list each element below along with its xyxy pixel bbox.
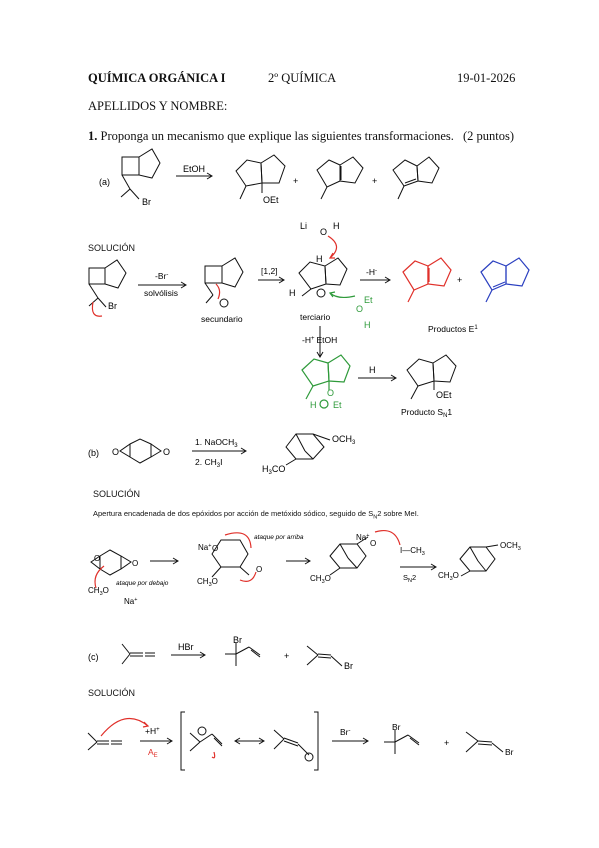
b-mech-final-och3: OCH3 bbox=[500, 541, 521, 552]
mech-a-h-top: H bbox=[316, 254, 323, 264]
sn1-oet: OEt bbox=[436, 390, 452, 400]
mech-a-h-green: H bbox=[364, 320, 371, 330]
b-mech-o-minus1: O bbox=[212, 544, 218, 553]
part-b-reagent2: 2. CH3I bbox=[195, 457, 222, 469]
part-b-label: (b) bbox=[88, 448, 99, 458]
course-year: 2º QUÍMICA bbox=[268, 71, 337, 85]
b-mech-na2: Na+ bbox=[198, 543, 211, 552]
b-mech-ch3o-3: CH3O bbox=[310, 574, 331, 585]
mech-a-o-top: O bbox=[320, 227, 327, 237]
part-a-reagent: EtOH bbox=[183, 164, 205, 174]
down-reagent: -H+EtOH bbox=[302, 335, 337, 345]
c-mech-br-minus: Br- bbox=[340, 727, 351, 737]
oxonium-intermediate-green bbox=[301, 354, 351, 409]
part-b-reagent1: 1. NaOCH3 bbox=[195, 437, 238, 449]
epoxide-o-right: O bbox=[163, 447, 170, 457]
product-b-och3: OCH3 bbox=[332, 434, 356, 446]
question-points: (2 puntos) bbox=[463, 129, 515, 143]
attack-below-label: ataque por debajo bbox=[116, 580, 169, 587]
product-e2-blue bbox=[480, 257, 530, 303]
plus-a2: + bbox=[372, 176, 377, 186]
mech-a-o-green: O bbox=[356, 304, 363, 314]
oxonium-h: H bbox=[310, 400, 317, 410]
b-mech-ch3o: CH3O bbox=[88, 586, 109, 597]
b-mech-na3: Na+ bbox=[356, 533, 369, 542]
exam-date: 19-01-2026 bbox=[457, 71, 516, 85]
part-c-product1-br: Br bbox=[233, 635, 242, 645]
mech-a-step1-reagent: -Br- bbox=[155, 271, 168, 281]
b-mech-ch3o-2: CH3O bbox=[197, 577, 218, 588]
mech-a-li: Li bbox=[300, 221, 307, 231]
course-title: QUÍMICA ORGÁNICA I bbox=[88, 71, 226, 85]
shift-label: [1,2] bbox=[261, 266, 278, 276]
c-mech-plus: + bbox=[444, 738, 449, 748]
b-mech-na1: Na+ bbox=[124, 597, 137, 606]
b-mech-o-right: O bbox=[132, 559, 138, 568]
product-sn1-label: Producto SN1 bbox=[401, 407, 452, 419]
question-number: 1. bbox=[88, 129, 98, 143]
c-mech-product2-br: Br bbox=[505, 747, 514, 757]
product-a1-structure bbox=[235, 154, 286, 200]
product-a3-structure bbox=[392, 156, 440, 200]
reactant-a-br: Br bbox=[142, 197, 151, 207]
mech-a-h-top2: H bbox=[333, 221, 340, 231]
oxonium-et: Et bbox=[333, 400, 342, 410]
oxonium-o: O bbox=[327, 388, 334, 398]
mech-a-et-green: Et bbox=[364, 295, 373, 305]
c-mech-h-plus: +H+ bbox=[145, 726, 160, 736]
part-c-label: (c) bbox=[88, 652, 99, 662]
part-c-reagent: HBr bbox=[178, 642, 194, 652]
attack-above-label: ataque por arriba bbox=[254, 534, 304, 541]
question-text: Proponga un mecanismo que explique las s… bbox=[100, 129, 454, 143]
cation-secondary-label: secundario bbox=[201, 314, 243, 324]
part-a-label: (a) bbox=[99, 177, 110, 187]
products-e-label: Productos E1 bbox=[428, 324, 478, 334]
b-mech-o-left: O bbox=[94, 554, 100, 563]
c-mech-product1-br: Br bbox=[392, 722, 401, 732]
c-mech-ae: AE bbox=[148, 747, 158, 759]
plus-e: + bbox=[457, 275, 462, 285]
reactant-a-structure bbox=[120, 148, 161, 200]
b-mech-ich3: I—CH3 bbox=[400, 546, 425, 557]
b-mech-o-right2: O bbox=[256, 565, 262, 574]
b-mech-sn2: SN2 bbox=[403, 573, 416, 584]
product-a2-structure bbox=[316, 156, 364, 200]
product-a1-oet: OEt bbox=[263, 195, 279, 205]
plus-a1: + bbox=[293, 176, 298, 186]
product-b-structure bbox=[285, 433, 331, 466]
mech-a-start-br: Br bbox=[108, 301, 117, 311]
name-field-label: APELLIDOS Y NOMBRE: bbox=[88, 99, 228, 113]
part-b-solution-title: SOLUCIÓN bbox=[93, 489, 141, 499]
cation-tertiary-label: terciario bbox=[300, 312, 331, 322]
product-e1-red bbox=[402, 257, 452, 303]
b-mech-final-ch3o: CH3O bbox=[438, 571, 459, 582]
b-mech-o-minus2: O bbox=[370, 539, 376, 548]
part-c-product2-br: Br bbox=[344, 661, 353, 671]
part-a-solution-title: SOLUCIÓN bbox=[88, 243, 136, 253]
mech-a-step1-note: solvólisis bbox=[144, 288, 178, 298]
sn1-reagent: H bbox=[369, 365, 376, 375]
epoxide-o-left: O bbox=[112, 447, 119, 457]
mech-a-minus-h: -H- bbox=[366, 267, 377, 277]
part-b-solution-text: Apertura encadenada de dos epóxidos por … bbox=[93, 509, 419, 521]
product-b-h3co: H3CO bbox=[262, 464, 285, 476]
mech-a-h-left: H bbox=[289, 288, 296, 298]
part-c-solution-title: SOLUCIÓN bbox=[88, 688, 136, 698]
part-c-plus: + bbox=[284, 651, 289, 661]
question-1: 1. Proponga un mecanismo que explique la… bbox=[88, 129, 454, 144]
